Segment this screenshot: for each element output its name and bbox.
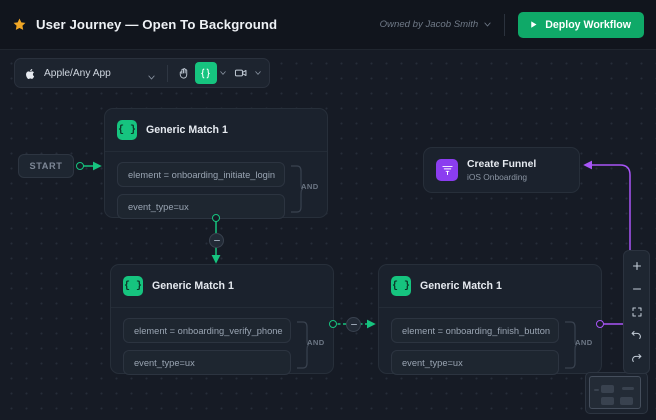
- deploy-workflow-button[interactable]: Deploy Workflow: [518, 11, 644, 38]
- code-match-tool-button[interactable]: [194, 62, 217, 84]
- code-braces-icon: { }: [117, 120, 137, 140]
- and-operator-group: AND: [564, 320, 594, 370]
- video-capture-tool-button[interactable]: [230, 62, 252, 84]
- zoom-in-button[interactable]: [626, 256, 647, 276]
- condition-row[interactable]: event_type=ux: [117, 194, 285, 219]
- header-left: User Journey — Open To Background: [12, 17, 277, 32]
- canvas-toolbar: Apple/Any App: [14, 58, 270, 88]
- header-right: Owned by Jacob Smith Deploy Workflow: [380, 11, 644, 38]
- start-node[interactable]: START: [18, 154, 74, 178]
- condition-row[interactable]: element = onboarding_finish_button: [391, 318, 559, 343]
- zoom-controls-panel: [623, 250, 650, 374]
- minimap-node: [601, 385, 614, 393]
- video-tool-chevron-icon[interactable]: [252, 62, 265, 84]
- apple-icon: [25, 67, 36, 79]
- header-divider: [504, 13, 506, 36]
- condition-row[interactable]: event_type=ux: [123, 350, 291, 375]
- chevron-down-icon: [483, 20, 492, 29]
- hand-pan-tool-button[interactable]: [173, 62, 195, 84]
- undo-button[interactable]: [626, 325, 647, 345]
- node-1-output-port[interactable]: [212, 214, 220, 222]
- minimap-viewport[interactable]: [589, 376, 641, 409]
- owner-label: Owned by Jacob Smith: [379, 19, 479, 30]
- minus-icon: [213, 239, 220, 242]
- minus-icon: [350, 323, 357, 326]
- condition-row[interactable]: event_type=ux: [391, 350, 559, 375]
- and-bracket-icon: [297, 321, 310, 369]
- minimap-node: [594, 389, 599, 391]
- toolbar-divider: [166, 64, 168, 82]
- and-operator-label: AND: [575, 338, 593, 347]
- and-operator-label: AND: [307, 338, 325, 347]
- edge-remove-badge-vertical[interactable]: [209, 233, 224, 248]
- and-operator-group: AND: [296, 320, 326, 370]
- minimap-node: [601, 397, 614, 405]
- funnel-node-title: Create Funnel: [467, 158, 537, 170]
- and-operator-label: AND: [301, 182, 319, 191]
- page-title: User Journey — Open To Background: [36, 17, 278, 32]
- redo-button[interactable]: [626, 348, 647, 368]
- node-title: Generic Match 1: [146, 124, 228, 136]
- node-header: { } Generic Match 1: [105, 109, 327, 152]
- node-header: { } Generic Match 1: [379, 265, 601, 308]
- code-tool-chevron-icon[interactable]: [217, 62, 230, 84]
- funnel-icon: [436, 159, 458, 181]
- minimap-node: [622, 387, 634, 390]
- app-selector-label: Apple/Any App: [44, 67, 111, 79]
- node-generic-match-1[interactable]: { } Generic Match 1 element = onboarding…: [104, 108, 328, 219]
- node-3-output-port[interactable]: [596, 320, 604, 328]
- node-body: element = onboarding_verify_phone event_…: [111, 308, 333, 387]
- start-node-output-port[interactable]: [76, 162, 84, 170]
- start-node-label: START: [29, 161, 63, 171]
- play-icon: [529, 20, 538, 29]
- funnel-node-texts: Create Funnel iOS Onboarding: [467, 159, 536, 182]
- condition-row[interactable]: element = onboarding_verify_phone: [123, 318, 291, 343]
- workflow-canvas[interactable]: Apple/Any App: [0, 50, 656, 420]
- node-title: Generic Match 1: [420, 280, 502, 292]
- condition-row[interactable]: element = onboarding_initiate_login: [117, 162, 285, 187]
- node-2-output-port[interactable]: [329, 320, 337, 328]
- fit-view-button[interactable]: [626, 302, 647, 322]
- node-header: { } Generic Match 1: [111, 265, 333, 308]
- minimap-node: [620, 397, 633, 405]
- star-icon: [12, 17, 27, 32]
- chevron-down-icon: [147, 69, 156, 79]
- node-create-funnel[interactable]: Create Funnel iOS Onboarding: [423, 147, 580, 193]
- zoom-out-button[interactable]: [626, 279, 647, 299]
- and-bracket-icon: [565, 321, 578, 369]
- code-braces-icon: { }: [391, 276, 411, 296]
- edge-remove-badge-horizontal[interactable]: [346, 317, 361, 332]
- node-generic-match-2[interactable]: { } Generic Match 1 element = onboarding…: [110, 264, 334, 375]
- code-braces-icon: { }: [123, 276, 143, 296]
- and-bracket-icon: [291, 165, 304, 213]
- owner-dropdown[interactable]: Owned by Jacob Smith: [380, 19, 505, 30]
- deploy-workflow-label: Deploy Workflow: [545, 18, 631, 31]
- node-body: element = onboarding_finish_button event…: [379, 308, 601, 387]
- node-body: element = onboarding_initiate_login even…: [105, 152, 327, 231]
- minimap[interactable]: [585, 372, 648, 414]
- node-title: Generic Match 1: [152, 280, 234, 292]
- node-generic-match-3[interactable]: { } Generic Match 1 element = onboarding…: [378, 264, 602, 375]
- app-selector-dropdown[interactable]: Apple/Any App: [19, 61, 162, 85]
- app-header: User Journey — Open To Background Owned …: [0, 0, 656, 50]
- and-operator-group: AND: [290, 164, 320, 214]
- funnel-node-subtitle: iOS Onboarding: [467, 171, 528, 182]
